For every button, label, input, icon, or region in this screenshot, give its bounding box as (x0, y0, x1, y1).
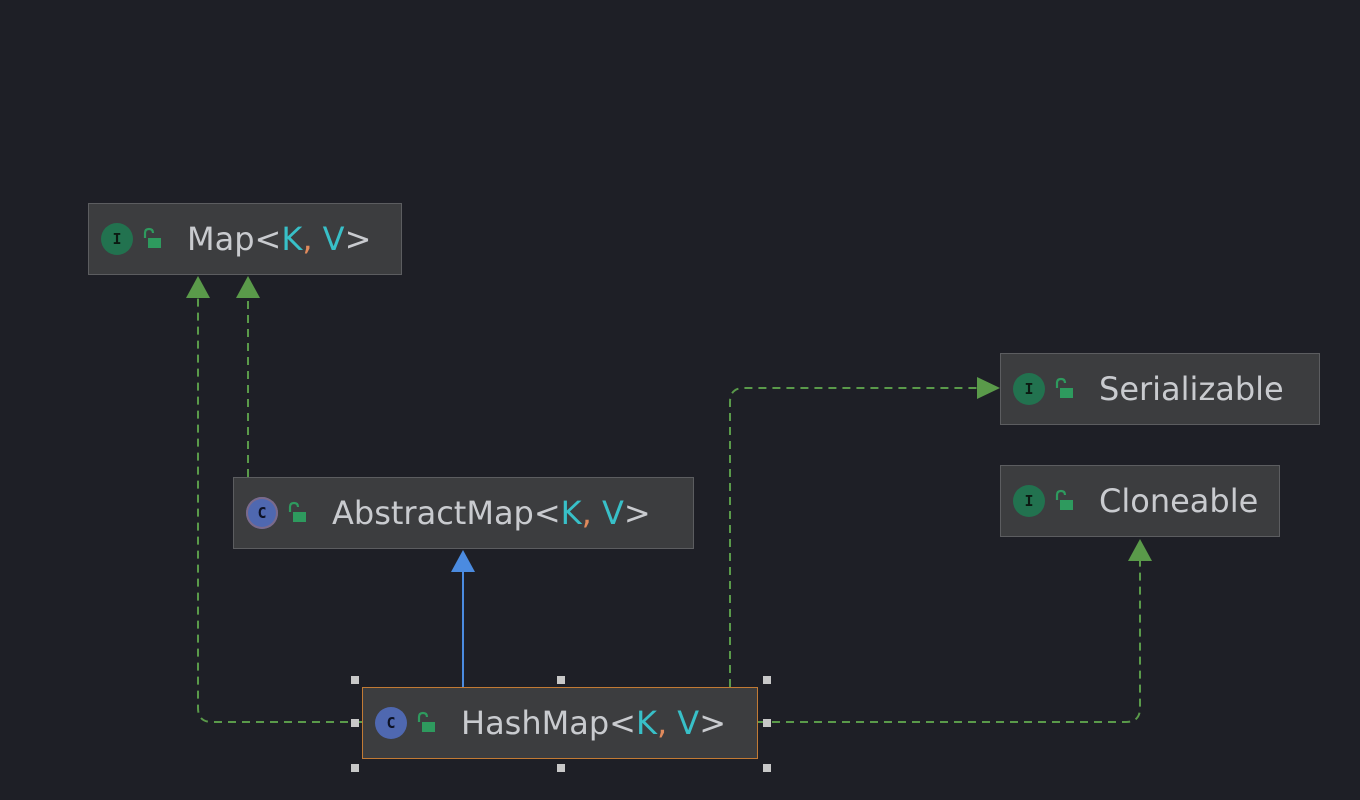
type-param-v: V (602, 494, 624, 532)
generic-open: < (533, 494, 561, 532)
type-param-comma: , (302, 220, 313, 258)
arrowhead-hashmap-serializable (977, 377, 1000, 399)
generic-close: > (344, 220, 372, 258)
public-lock-icon (288, 501, 306, 522)
edge-hashmap-map[interactable] (197, 296, 362, 723)
arrowhead-hashmap-map (186, 276, 210, 298)
resize-handle-top-left[interactable] (351, 676, 359, 684)
node-map-label: Map<K, V> (187, 220, 371, 258)
resize-handle-left[interactable] (351, 719, 359, 727)
public-lock-icon (1055, 377, 1073, 398)
node-abstractmap[interactable]: C AbstractMap<K, V> (233, 477, 694, 549)
type-param-comma: , (656, 704, 668, 742)
interface-icon: I (1013, 485, 1045, 517)
class-name: Map (187, 220, 255, 258)
type-param-v: V (677, 704, 700, 742)
class-name: Serializable (1099, 370, 1284, 408)
node-hashmap[interactable]: C HashMap<K, V> (362, 687, 758, 759)
class-icon: C (375, 707, 407, 739)
node-serializable[interactable]: I Serializable (1000, 353, 1320, 425)
type-param-k: K (281, 220, 303, 258)
edge-hashmap-serializable[interactable] (729, 387, 978, 687)
resize-handle-bottom-right[interactable] (763, 764, 771, 772)
public-lock-icon (143, 227, 161, 248)
generic-close: > (699, 704, 726, 742)
class-name: Cloneable (1099, 482, 1259, 520)
generic-open: < (254, 220, 282, 258)
arrowhead-hashmap-abstractmap (451, 550, 475, 572)
generic-close: > (623, 494, 651, 532)
class-name: AbstractMap (332, 494, 534, 532)
type-param-k: K (560, 494, 582, 532)
type-param-k: K (635, 704, 657, 742)
arrowhead-abstractmap-map (236, 276, 260, 298)
edge-hashmap-cloneable[interactable] (758, 560, 1141, 723)
resize-handle-top[interactable] (557, 676, 565, 684)
interface-icon: I (1013, 373, 1045, 405)
abstract-class-icon: C (246, 497, 278, 529)
resize-handle-bottom[interactable] (557, 764, 565, 772)
type-param-comma: , (581, 494, 592, 532)
resize-handle-bottom-left[interactable] (351, 764, 359, 772)
resize-handle-top-right[interactable] (763, 676, 771, 684)
resize-handle-right[interactable] (763, 719, 771, 727)
public-lock-icon (417, 711, 435, 732)
type-param-v: V (322, 220, 345, 258)
public-lock-icon (1055, 489, 1073, 510)
node-hashmap-label: HashMap<K, V> (461, 704, 726, 742)
node-map[interactable]: I Map<K, V> (88, 203, 402, 275)
generic-open: < (609, 704, 636, 742)
node-cloneable[interactable]: I Cloneable (1000, 465, 1280, 537)
arrowhead-hashmap-cloneable (1128, 539, 1152, 561)
interface-icon: I (101, 223, 133, 255)
class-name: HashMap (461, 704, 610, 742)
node-abstractmap-label: AbstractMap<K, V> (332, 494, 651, 532)
